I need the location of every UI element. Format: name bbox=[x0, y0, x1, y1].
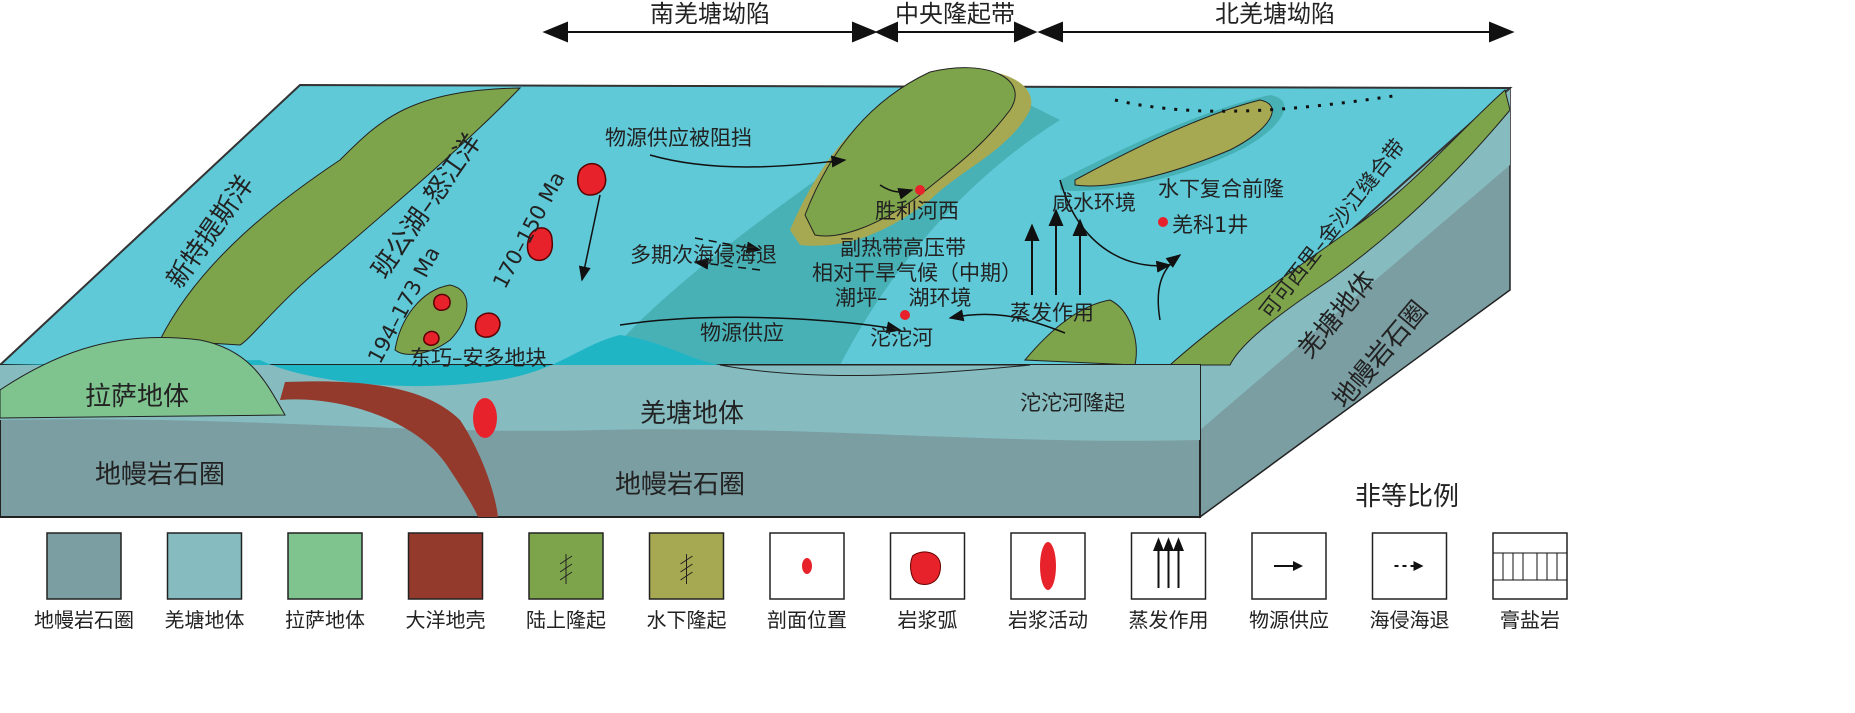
legend-label: 岩浆活动 bbox=[1008, 608, 1088, 632]
legend-label: 岩浆弧 bbox=[898, 608, 958, 632]
suture-mountains bbox=[1168, 89, 1511, 366]
section-shenglihexi bbox=[915, 185, 925, 195]
legend-label: 海侵海退 bbox=[1370, 608, 1450, 632]
legend-item: 大洋地壳 bbox=[406, 532, 486, 632]
label-tuotuohe-uplift: 沱沱河隆起 bbox=[1020, 391, 1125, 415]
label-evap: 蒸发作用 bbox=[1010, 301, 1094, 325]
legend-item: 物源供应 bbox=[1249, 532, 1329, 632]
legend-symbol-icon bbox=[1153, 537, 1184, 588]
legend-item: 膏盐岩 bbox=[1492, 532, 1568, 632]
legend-label: 羌塘地体 bbox=[165, 608, 245, 632]
legend-swatch bbox=[287, 532, 363, 600]
legend-item: 拉萨地体 bbox=[285, 532, 365, 632]
legend-label: 陆上隆起 bbox=[526, 608, 606, 632]
section-qiangke bbox=[1158, 217, 1168, 227]
legend-symbol-icon bbox=[802, 558, 812, 574]
legend-item: 羌塘地体 bbox=[165, 532, 245, 632]
label-transgression: 多期次海侵海退 bbox=[630, 243, 777, 267]
legend-symbol-icon bbox=[680, 554, 693, 584]
submarine-uplift-north bbox=[1074, 99, 1273, 187]
legend-symbol-icon bbox=[1493, 552, 1567, 581]
legend-label: 拉萨地体 bbox=[285, 608, 365, 632]
legend-label: 蒸发作用 bbox=[1129, 608, 1209, 632]
label-qiangke: 羌科1井 bbox=[1172, 213, 1248, 237]
header-north: 北羌塘坳陷 bbox=[1215, 0, 1335, 28]
magma-activity-icon bbox=[473, 398, 497, 438]
legend-item: 陆上隆起 bbox=[526, 532, 606, 632]
legend-item: 海侵海退 bbox=[1370, 532, 1450, 632]
legend-symbol-icon bbox=[1394, 561, 1424, 571]
legend-symbol-icon bbox=[1274, 561, 1303, 571]
legend-swatch bbox=[1371, 532, 1448, 600]
label-shenglihexi: 胜利河西 bbox=[875, 199, 959, 223]
label-submarine-uplift: 水下复合前隆 bbox=[1158, 177, 1284, 201]
label-climate: 相对干旱气候（中期） bbox=[812, 261, 1022, 285]
legend-label: 物源供应 bbox=[1249, 608, 1329, 632]
lhasa-terrane bbox=[0, 337, 286, 419]
oceanic-crust bbox=[280, 381, 498, 517]
legend-item: 地幔岩石圈 bbox=[34, 532, 134, 632]
legend-item: 剖面位置 bbox=[767, 532, 847, 632]
label-blocked: 物源供应被阻挡 bbox=[605, 126, 752, 150]
legend-item: 蒸发作用 bbox=[1129, 532, 1209, 632]
label-tidal: 潮坪– 湖环境 bbox=[835, 286, 972, 310]
legend-label: 剖面位置 bbox=[767, 608, 847, 632]
label-qiangtang-front: 羌塘地体 bbox=[640, 399, 744, 429]
evaporation-symbols bbox=[1024, 208, 1088, 295]
land-uplift-central bbox=[804, 67, 1016, 237]
label-subtropical: 副热带高压带 bbox=[840, 236, 966, 260]
legend-label: 地幔岩石圈 bbox=[34, 608, 134, 632]
legend-symbol-icon bbox=[559, 554, 573, 584]
header-south: 南羌塘坳陷 bbox=[650, 0, 770, 28]
label-saline: 咸水环境 bbox=[1052, 191, 1136, 215]
legend-item: 岩浆活动 bbox=[1008, 532, 1088, 632]
label-supply: 物源供应 bbox=[700, 321, 784, 345]
label-dongqiao: 东巧–安多地块 bbox=[410, 346, 547, 370]
legend-label: 大洋地壳 bbox=[406, 608, 486, 632]
legend-swatch bbox=[166, 532, 243, 600]
legend-symbol-icon bbox=[910, 551, 942, 585]
tuotuohe-uplift bbox=[1023, 299, 1137, 366]
magmatic-arc-icons bbox=[423, 163, 607, 346]
legend-label: 水下隆起 bbox=[647, 608, 727, 632]
label-lhasa: 拉萨地体 bbox=[85, 382, 189, 412]
header-arrows bbox=[542, 21, 1515, 43]
label-tuotuohe: 沱沱河 bbox=[870, 326, 933, 350]
legend-swatch bbox=[1492, 532, 1568, 600]
section-tuotuohe bbox=[900, 310, 910, 320]
legend: 地幔岩石圈 羌塘地体 拉萨地体 大洋地壳 陆上隆起 水下隆起 剖面位置 岩浆弧 岩浆活动 蒸发作用… bbox=[34, 532, 1568, 632]
legend-item: 岩浆弧 bbox=[889, 532, 966, 632]
legend-symbol-icon bbox=[1040, 542, 1056, 590]
legend-swatch bbox=[46, 532, 122, 600]
label-mantle-left: 地幔岩石圈 bbox=[95, 460, 225, 490]
land-uplift-west bbox=[159, 87, 522, 346]
header-central: 中央隆起带 bbox=[895, 0, 1015, 28]
legend-label: 膏盐岩 bbox=[1500, 608, 1560, 632]
label-scale: 非等比例 bbox=[1355, 482, 1459, 512]
legend-swatch bbox=[407, 532, 484, 600]
label-mantle-mid: 地幔岩石圈 bbox=[615, 470, 745, 500]
legend-item: 水下隆起 bbox=[647, 532, 727, 632]
